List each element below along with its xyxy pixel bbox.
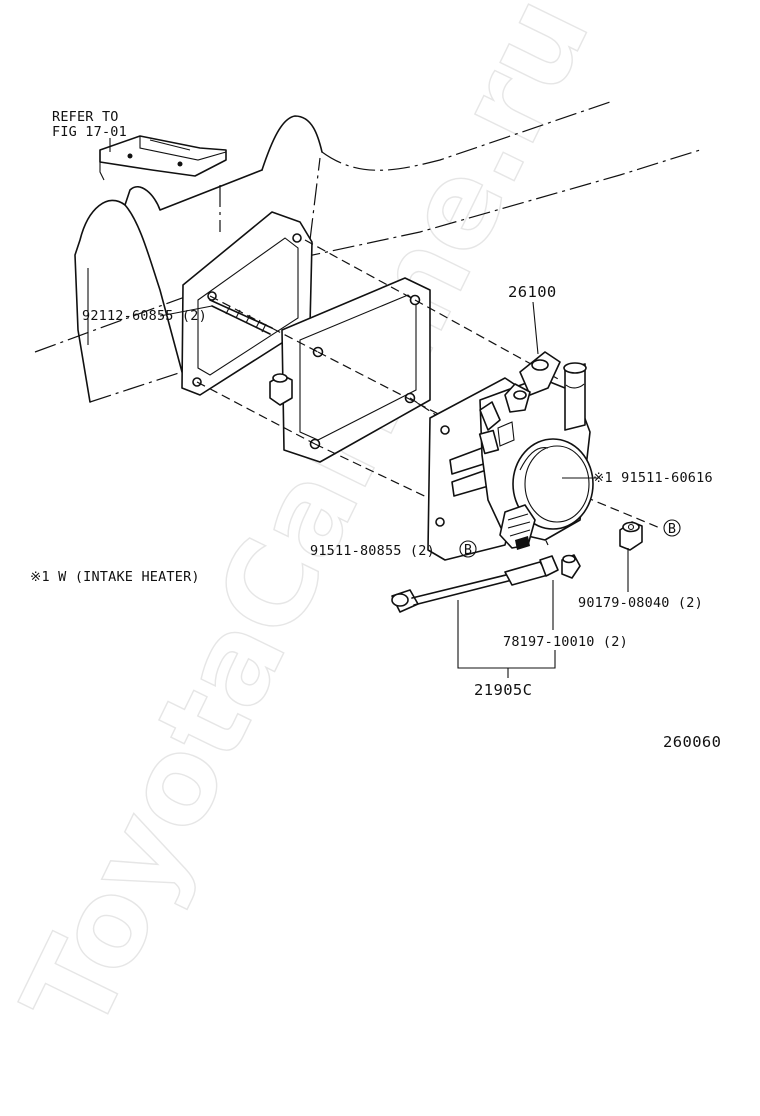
nut-90179 [619,521,643,551]
spacer-plate [181,211,313,396]
bypass-hose [391,554,581,613]
diagram-code: 260060 [663,733,721,751]
gasket-plate [269,277,431,463]
note-intake-heater: ※1 W (INTAKE HEATER) [30,569,200,585]
svg-text:B: B [668,521,676,537]
bracket-reference-part [99,135,227,181]
throttle-body [427,351,594,561]
leader-lines [159,301,629,678]
ref-mark-b-left: B [459,540,477,558]
ref-mark-b-right: B [663,519,681,537]
label-91511-80855: 91511-80855 (2) [310,543,435,559]
label-78197-10010: 78197-10010 (2) [503,634,628,650]
label-90179-08040: 90179-08040 (2) [578,595,703,611]
intake-manifold [34,101,701,403]
label-refer-fig: FIG 17-01 [52,124,127,140]
label-refer-to: REFER TO [52,109,119,125]
label-26100: 26100 [508,283,557,301]
label-91511-60616: ※1 91511-60616 [593,470,713,486]
label-92112-60855: 92112-60855 (2) [82,308,207,324]
label-21905c: 21905C [474,681,532,699]
svg-text:B: B [464,542,472,558]
